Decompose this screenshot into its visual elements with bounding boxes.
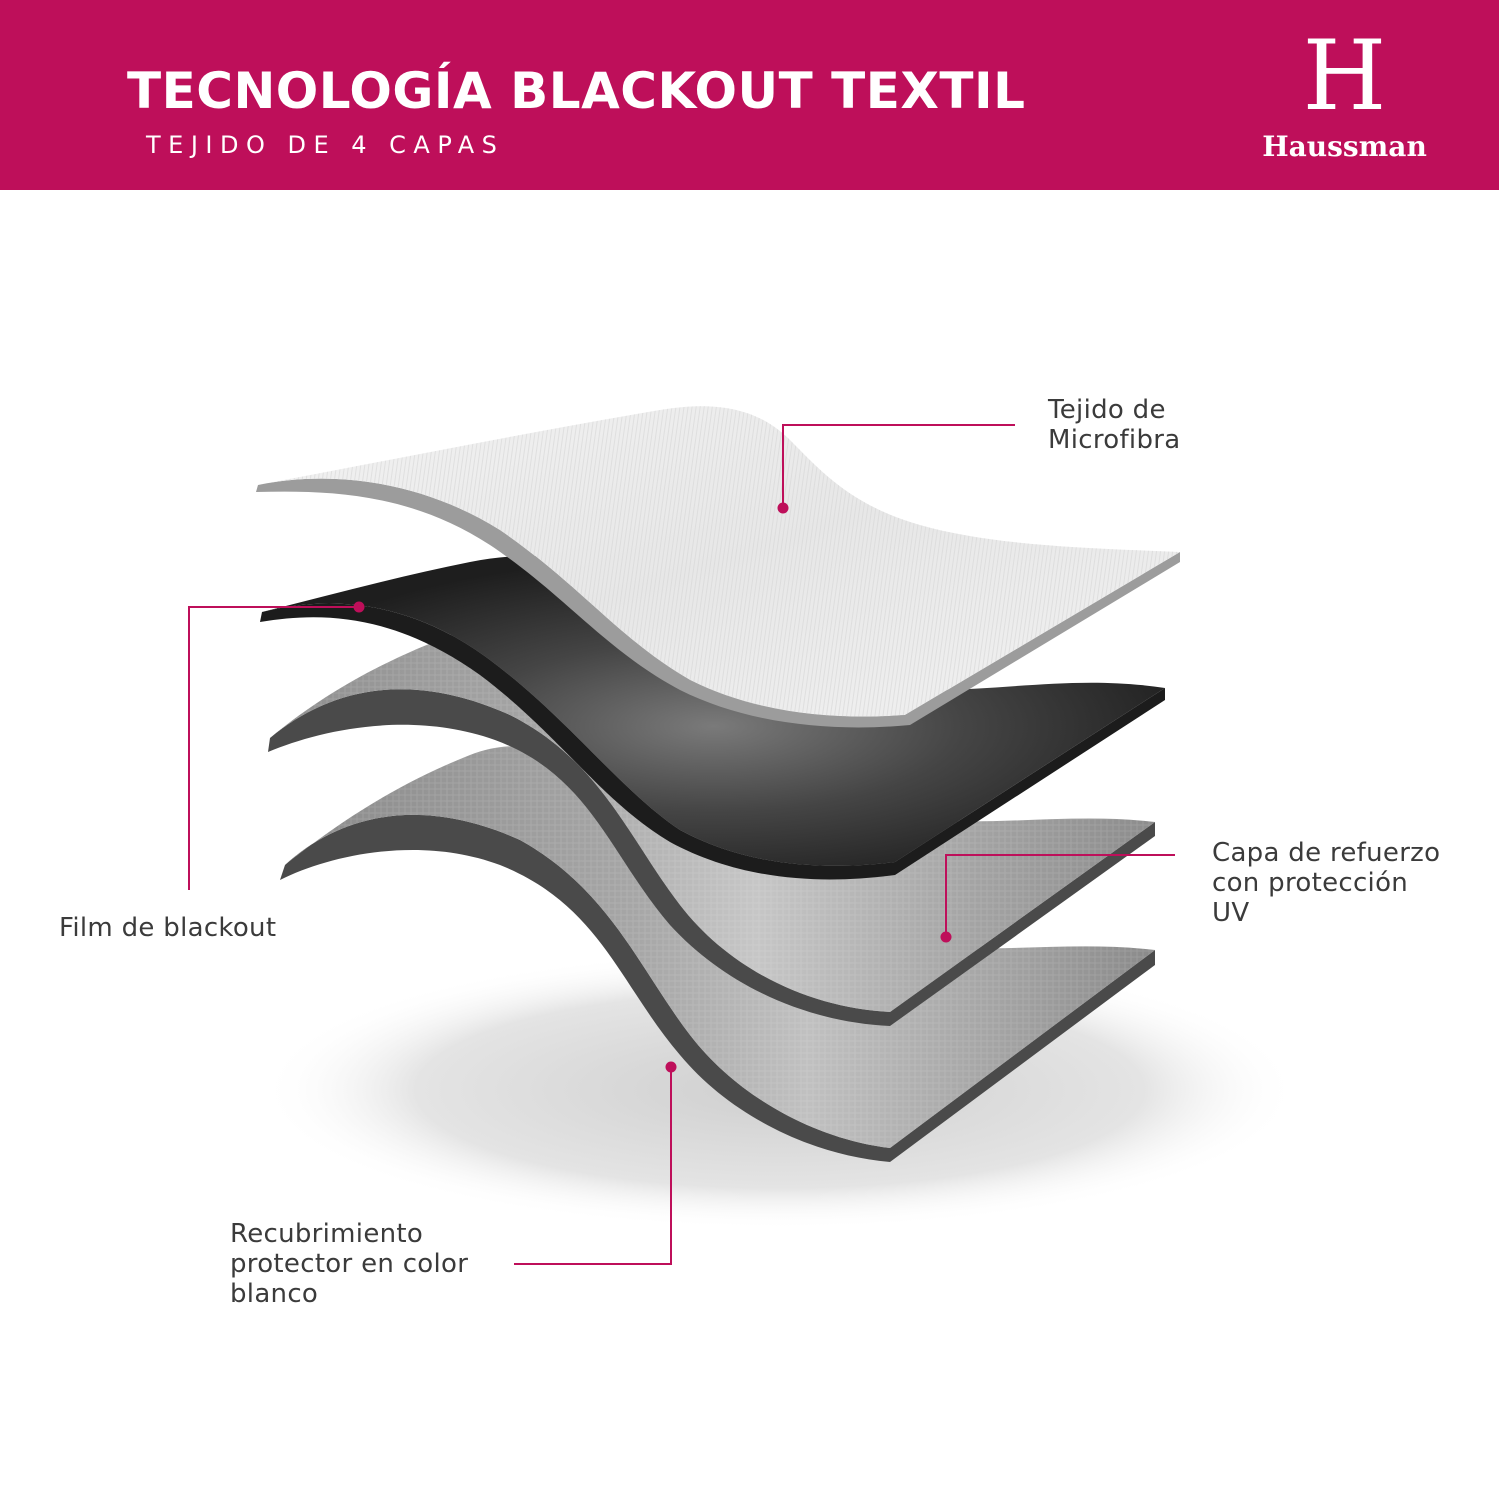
brand-logo: H Haussman (1232, 28, 1457, 168)
page-title: TECNOLOGÍA BLACKOUT TEXTIL (127, 62, 1026, 120)
header-banner: TECNOLOGÍA BLACKOUT TEXTIL TEJIDO DE 4 C… (0, 0, 1499, 190)
layer-film-blackout (260, 555, 1165, 880)
logo-wordmark: Haussman (1262, 130, 1427, 163)
callout-film-blackout (188, 606, 359, 890)
label-recubrimiento: Recubrimiento protector en color blanco (230, 1219, 469, 1309)
label-microfibra: Tejido de Microfibra (1048, 395, 1181, 455)
label-film-blackout: Film de blackout (59, 913, 277, 943)
callout-refuerzo-uv (945, 854, 1175, 937)
callout-recubrimiento (514, 1067, 672, 1265)
callout-dot-refuerzo-uv (940, 931, 952, 943)
logo-mark: H (1302, 20, 1387, 132)
page-subtitle: TEJIDO DE 4 CAPAS (146, 131, 505, 159)
callout-microfibra (782, 424, 1015, 508)
callout-dot-microfibra (777, 502, 789, 514)
callout-dot-recubrimiento (665, 1061, 677, 1073)
label-refuerzo-uv: Capa de refuerzo con protección UV (1212, 838, 1441, 928)
layer-microfibra (256, 406, 1180, 728)
layers-diagram (188, 406, 1300, 1265)
callout-dot-film-blackout (353, 601, 365, 613)
